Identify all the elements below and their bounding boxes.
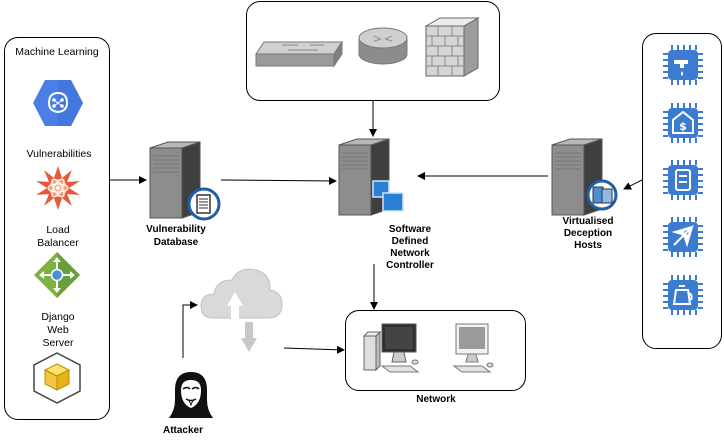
web-server-icon [33, 352, 81, 404]
network-panel [345, 310, 526, 391]
load-balancer-icon [34, 252, 80, 298]
firewall-icon [424, 17, 480, 77]
deception-hosts-label-2: Deception [563, 228, 613, 239]
airplane-chip-icon [663, 217, 703, 257]
django-label-1: Django [41, 311, 75, 323]
svg-text:$: $ [679, 120, 687, 133]
machine-learning-icon [33, 80, 83, 126]
sdn-controller-label-1: Software [388, 224, 432, 235]
sdn-controller-server-icon [338, 138, 404, 216]
sdn-controller-label-2: Defined [391, 236, 429, 247]
sdn-controller-label-3: Network [390, 248, 430, 259]
vulnerability-database-label-2: Database [153, 237, 199, 248]
smart-kettle-chip-icon [663, 275, 703, 315]
django-label-2: Web [47, 324, 69, 336]
deception-hosts-label-3: Hosts [574, 240, 602, 251]
attacker-label: Attacker [162, 425, 204, 436]
cloud-to-network-arrow [283, 345, 345, 354]
vulnerability-threat-icon [36, 166, 80, 210]
network-label: Network [416, 394, 456, 405]
attacker-icon [169, 372, 213, 418]
vuln-db-to-sdn-arrow [220, 176, 337, 185]
ml-label: Machine Learning [15, 46, 99, 58]
router-icon [358, 27, 408, 65]
load-balancer-label-1: Load [46, 224, 70, 236]
vulnerability-database-server-icon [149, 141, 221, 221]
load-balancer-label-2: Balancer [37, 237, 79, 249]
switch-icon [255, 40, 343, 68]
sdn-controller-label-4: Controller [386, 260, 434, 271]
client-computer-icon [452, 323, 494, 373]
deception-hosts-label-1: Virtualised [562, 216, 614, 227]
vulnerabilities-label: Vulnerabilities [26, 148, 92, 160]
smart-tap-chip-icon [663, 45, 703, 85]
attacker-to-cloud-arrow [182, 301, 198, 358]
django-label-3: Server [42, 337, 74, 349]
smart-home-finance-chip-icon: $ [663, 103, 703, 143]
vulnerability-database-label-1: Vulnerability [146, 224, 206, 235]
workstation-icon [362, 323, 420, 373]
right-panel-to-deception-arrow [623, 179, 643, 190]
cloud-icon [200, 268, 283, 352]
control-panel-chip-icon [663, 160, 703, 200]
deception-hosts-server-icon [551, 138, 618, 216]
